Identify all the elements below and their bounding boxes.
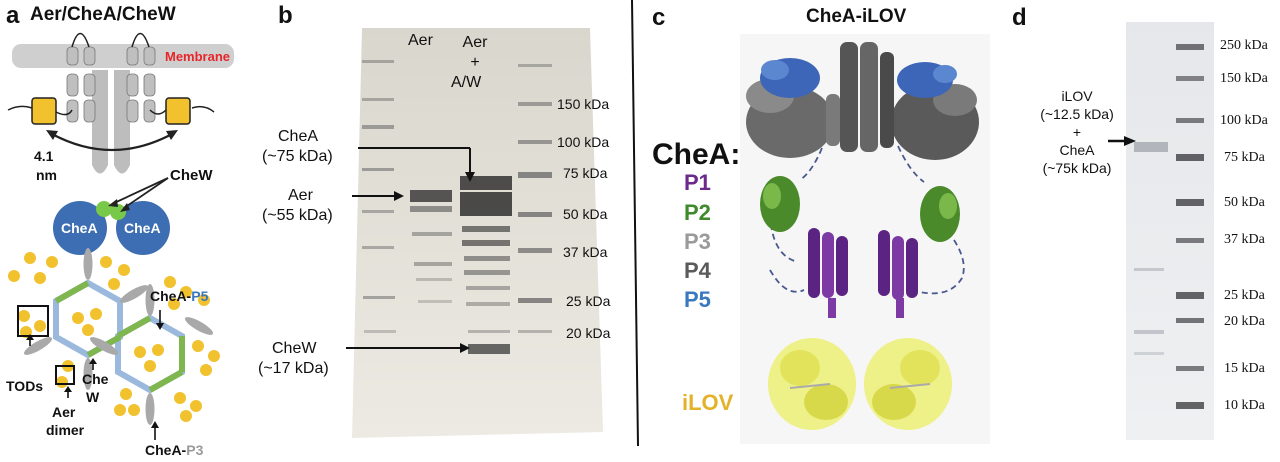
marker-d-15: 15 kDa [1224, 361, 1265, 376]
tods-box [17, 305, 49, 337]
chea-label-left: CheA [61, 220, 98, 236]
gel-d-lane-sample [1134, 142, 1168, 355]
marker-d-100: 100 kDa [1220, 113, 1268, 128]
tm-loop [71, 32, 90, 48]
panel-label-b: b [278, 2, 293, 29]
pas-domain-right [165, 97, 191, 125]
annotation-aer-size: (~55 kDa) [262, 207, 333, 224]
receptor-stalk-right [114, 70, 130, 174]
panel-divider [631, 0, 639, 447]
chea-p3-suffix: P3 [186, 442, 204, 458]
marker-b-50: 50 kDa [563, 206, 608, 222]
che-label: Che [82, 371, 109, 387]
marker-b-20: 20 kDa [566, 325, 611, 341]
panel-c-title: CheA-iLOV [806, 6, 907, 27]
distance-unit: nm [36, 167, 57, 183]
tods-label: TODs [6, 378, 44, 394]
annotation-d-chea-size: (~75k kDa) [1042, 160, 1112, 176]
annotation-aer-name: Aer [288, 187, 313, 204]
marker-b-75: 75 kDa [563, 165, 608, 181]
gel-b-background [352, 28, 603, 438]
annotation-d-chea: CheA [1059, 142, 1095, 158]
distance-value: 4.1 [34, 148, 54, 164]
panel-b-gel [346, 28, 603, 438]
chew-dot [110, 204, 126, 220]
pas-domain-left [31, 97, 57, 125]
marker-b-150: 150 kDa [557, 96, 610, 112]
chea-p3-label: CheA-P3 [145, 442, 203, 458]
ilov-label: iLOV [682, 390, 734, 415]
chemoreceptor-lattice [8, 248, 220, 440]
panel-label-d: d [1012, 4, 1027, 31]
domain-p2: P2 [684, 200, 711, 225]
chea-p5-suffix: P5 [191, 288, 209, 304]
marker-d-150: 150 kDa [1220, 71, 1268, 86]
tm-helix [66, 46, 79, 66]
lane-label-aer: Aer [408, 32, 433, 49]
chea-p5-label: CheA-P5 [150, 288, 208, 304]
aer-label: Aer [52, 404, 76, 420]
gel-b-lane-aer [410, 190, 452, 303]
chea-domains-heading: CheA: [652, 138, 741, 171]
marker-d-10: 10 kDa [1224, 398, 1265, 413]
panel-d-gel [1108, 22, 1214, 440]
distance-arrow [51, 133, 173, 152]
marker-b-100: 100 kDa [557, 134, 610, 150]
annotation-chew-size: (~17 kDa) [258, 360, 329, 377]
domain-p1: P1 [684, 170, 711, 195]
chew-label: CheW [170, 167, 213, 184]
marker-d-75: 75 kDa [1224, 150, 1265, 165]
lane-label-aer-aw-3: A/W [451, 74, 482, 91]
p1-right [878, 230, 918, 318]
lane-label-aer-aw-1: Aer [462, 34, 488, 51]
domain-p5: P5 [684, 287, 711, 312]
aer-dimer-box [55, 365, 75, 385]
w-label: W [86, 389, 100, 405]
chea-label-right: CheA [124, 220, 161, 236]
chea-circle-left [53, 201, 107, 255]
membrane-label: Membrane [165, 49, 231, 64]
marker-d-25: 25 kDa [1224, 288, 1265, 303]
dimer-label: dimer [46, 422, 85, 438]
gel-b-lane-aer-aw [460, 176, 512, 354]
tm-helix [83, 46, 96, 66]
domain-p3: P3 [684, 229, 711, 254]
panel-label-a: a [6, 2, 20, 29]
marker-d-20: 20 kDa [1224, 314, 1265, 329]
receptor-stalk-left [92, 70, 108, 174]
ilov-right [864, 338, 952, 430]
marker-d-37: 37 kDa [1224, 232, 1265, 247]
panel-a-schematic [7, 32, 234, 440]
panel-a-title: Aer/CheA/CheW [30, 4, 176, 25]
chea-circle-right [116, 201, 170, 255]
gel-d-lane-ladder [1176, 44, 1204, 409]
annotation-d-ilov-size: (~12.5 kDa) [1040, 106, 1114, 122]
chew-dot [96, 201, 112, 217]
panel-label-c: c [652, 4, 666, 31]
marker-b-37: 37 kDa [563, 244, 608, 260]
chea-p5-prefix: CheA- [150, 288, 192, 304]
ilov-left [768, 338, 856, 430]
marker-d-50: 50 kDa [1224, 195, 1265, 210]
domain-p4: P4 [684, 258, 711, 283]
annotation-d-plus: + [1072, 124, 1082, 140]
annotation-chea-name: CheA [278, 128, 319, 145]
annotation-chea-size: (~75 kDa) [262, 148, 333, 165]
p1-left [808, 228, 848, 318]
panel-c-structure [740, 34, 990, 444]
annotation-d-ilov: iLOV [1061, 88, 1093, 104]
marker-d-250: 250 kDa [1220, 38, 1268, 53]
p4-p5-region [746, 42, 979, 160]
chea-p3-prefix: CheA- [145, 442, 187, 458]
gel-d-background [1126, 22, 1214, 440]
annotation-chew-name: CheW [272, 340, 317, 357]
gel-b-lane-ladder-left [362, 60, 396, 333]
gel-b-lane-ladder-right [518, 64, 552, 333]
lane-label-aer-aw-2: + [470, 54, 480, 71]
marker-b-25: 25 kDa [566, 293, 611, 309]
